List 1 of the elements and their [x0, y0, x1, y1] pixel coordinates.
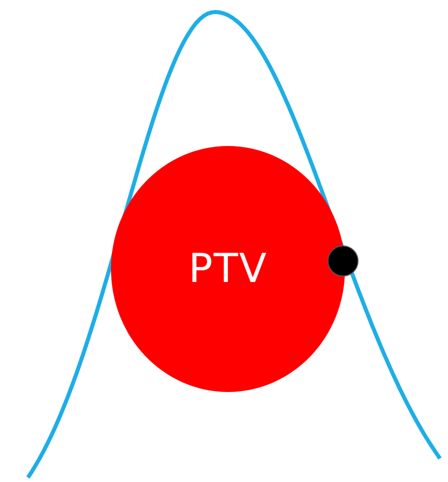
- target-label: PTV: [188, 246, 268, 292]
